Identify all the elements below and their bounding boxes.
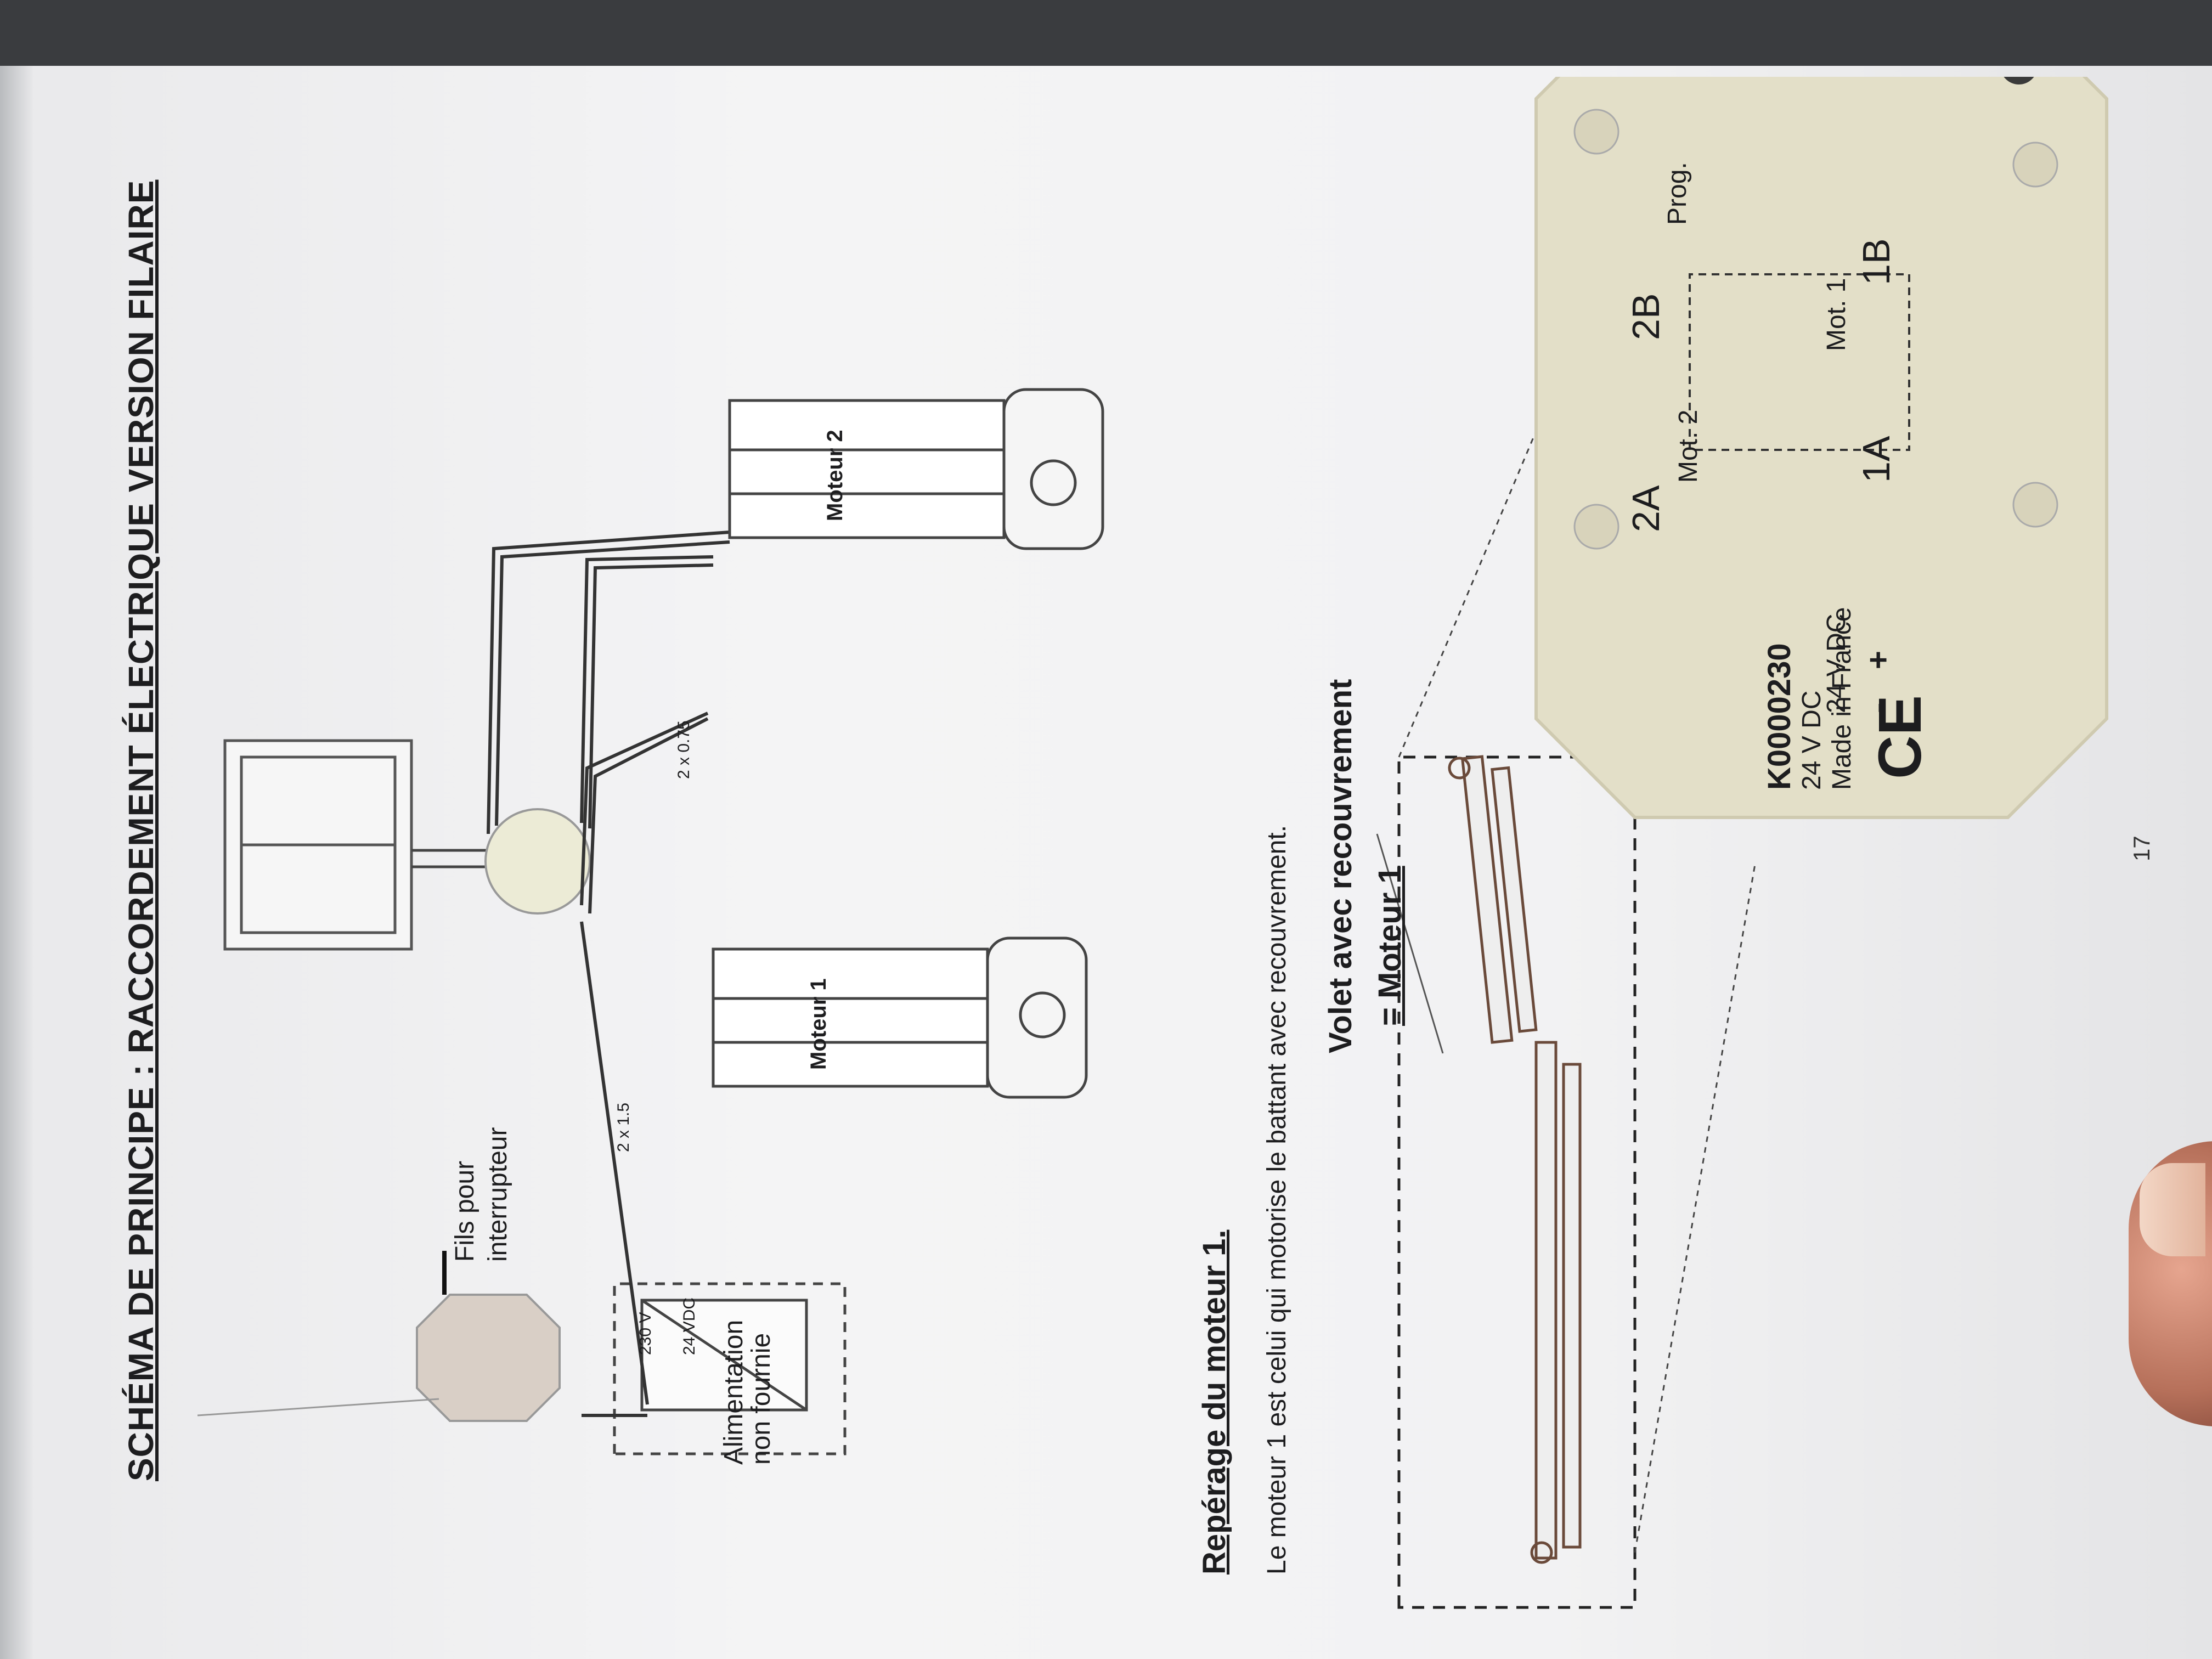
callout-line-1: Volet avec recouvrement (1323, 679, 1358, 1053)
terminal-minus: - (1860, 702, 1896, 713)
terminal-mot2: Mot. 2 (1674, 409, 1703, 483)
controller-module (484, 808, 591, 915)
section-text: Le moteur 1 est celui qui motorise le ba… (1262, 825, 1291, 1575)
callout-line (1376, 833, 1444, 1054)
fils-label-1: Fils pour (450, 1160, 479, 1262)
section-heading: Repérage du moteur 1. (1197, 1229, 1232, 1575)
shutter-illustration (1397, 755, 1637, 1609)
page-crease (0, 66, 33, 1659)
terminal-plus: + (1860, 651, 1896, 669)
psu-label-2: non fournie (747, 1333, 776, 1465)
motor2-label: Moteur 2 (823, 430, 847, 521)
terminal-1a: 1A (1855, 436, 1898, 483)
thumbnail-nail (2140, 1163, 2205, 1256)
cable-label-b: 2 x 0.75 (675, 720, 693, 779)
fils-label-2: interrupteur (483, 1127, 512, 1262)
motor1-label: Moteur 1 (806, 978, 831, 1070)
cable-motor1 (580, 555, 714, 914)
page-number: 17 (2129, 836, 2154, 861)
terminal-mot1: Mot. 1 (1822, 278, 1851, 351)
receiver-module (416, 1294, 561, 1422)
leader-line (197, 1398, 439, 1417)
prog-label: Prog. (1663, 162, 1692, 225)
psu-wires (580, 921, 649, 1417)
psu-input-label: 230 V (636, 1312, 654, 1355)
terminal-2a: 2A (1624, 485, 1667, 532)
psu-label-1: Alimentation (719, 1319, 748, 1465)
motor-1 (712, 936, 1088, 1099)
terminal-1b: 1B (1855, 238, 1898, 285)
psu-output-label: 24 VDC (680, 1297, 698, 1355)
terminal-dc: 24 V DC (1822, 613, 1851, 713)
wall-switch (223, 739, 413, 951)
motor-2 (728, 388, 1104, 550)
cable-motor2 (487, 531, 730, 834)
wiring-diagram (197, 77, 2108, 1609)
cable-label-a: 2 x 1.5 (614, 1102, 633, 1152)
manual-page: SCHÉMA DE PRINCIPE : RACCORDEMENT ÉLECTR… (33, 77, 2172, 1646)
callout-line-2: = Moteur 1 (1372, 866, 1408, 1026)
terminal-2b: 2B (1624, 293, 1667, 340)
module-octagon (1534, 77, 2108, 819)
module-ref: K0000230 (1762, 643, 1797, 790)
